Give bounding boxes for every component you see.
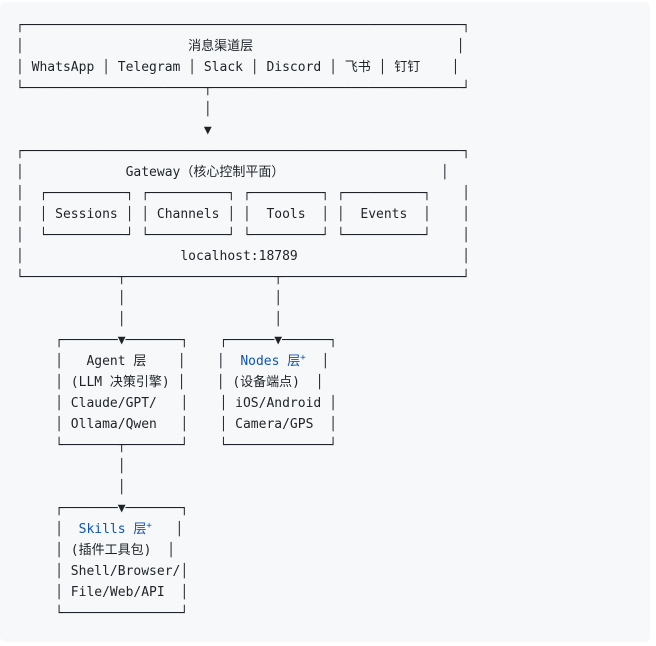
diagram-text: │ Ollama/Qwen │ │ Camera/GPS │ <box>16 417 337 432</box>
nodes-layer-link[interactable]: Nodes 层 <box>240 354 301 369</box>
diagram-text: │ Shell/Browser/│ <box>16 564 189 579</box>
diagram-line: │ │ <box>16 288 634 309</box>
diagram-text: ┌───────▼───────┐ <box>16 501 189 516</box>
diagram-text: ▼ <box>16 123 212 138</box>
diagram-text: ┌───────────────────────────────────────… <box>16 144 470 159</box>
diagram-line: │ Ollama/Qwen │ │ Camera/GPS │ <box>16 414 634 435</box>
diagram-text: │ <box>16 459 126 474</box>
diagram-text: ┌───────▼───────┐ ┌──────▼──────┐ <box>16 333 337 348</box>
diagram-text: └────────────┬───────────────────┬──────… <box>16 270 470 285</box>
diagram-line: └───────────────────────┬───────────────… <box>16 78 634 99</box>
diagram-line: │ Agent 层 │ │ Nodes 层+ │ <box>16 351 634 372</box>
diagram-line: ┌───────▼───────┐ <box>16 498 634 519</box>
diagram-text: │ <box>305 354 330 369</box>
nodes-layer-footnote[interactable]: + <box>300 353 306 363</box>
diagram-line: │ └──────────┘ └──────────┘ └─────────┘ … <box>16 225 634 246</box>
diagram-text: │ │ Sessions │ │ Channels │ │ Tools │ │ … <box>16 207 470 222</box>
diagram-line: └───────────────┘ <box>16 603 634 624</box>
diagram-text: │ │ <box>16 312 283 327</box>
ascii-architecture-diagram: ┌───────────────────────────────────────… <box>16 15 634 624</box>
diagram-line: │ Shell/Browser/│ <box>16 561 634 582</box>
diagram-text: │ <box>151 522 184 537</box>
diagram-text: │ (LLM 决策引擎) │ │ (设备端点) │ <box>16 375 324 390</box>
diagram-text: │ <box>16 480 126 495</box>
diagram-line: │ │ <box>16 309 634 330</box>
diagram-line: └────────────┬───────────────────┬──────… <box>16 267 634 288</box>
diagram-text: └───────┬───────┘ └─────────────┘ <box>16 438 337 453</box>
diagram-line: ▼ <box>16 120 634 141</box>
diagram-line: │ (LLM 决策引擎) │ │ (设备端点) │ <box>16 372 634 393</box>
diagram-line: │ Claude/GPT/ │ │ iOS/Android │ <box>16 393 634 414</box>
diagram-line: │ localhost:18789 │ <box>16 246 634 267</box>
diagram-line: │ File/Web/API │ <box>16 582 634 603</box>
skills-layer-link[interactable]: Skills 层 <box>78 522 147 537</box>
diagram-line: │ <box>16 477 634 498</box>
diagram-text: └───────────────┘ <box>16 606 189 621</box>
diagram-line: │ 消息渠道层 │ <box>16 36 634 57</box>
diagram-line: └───────┬───────┘ └─────────────┘ <box>16 435 634 456</box>
diagram-text: │ WhatsApp │ Telegram │ Slack │ Discord … <box>16 60 460 75</box>
diagram-text: │ Claude/GPT/ │ │ iOS/Android │ <box>16 396 337 411</box>
diagram-line: │ <box>16 99 634 120</box>
diagram-text: │ Gateway（核心控制平面） │ <box>16 165 449 180</box>
diagram-text: ┌───────────────────────────────────────… <box>16 18 470 33</box>
diagram-text: │ <box>16 102 212 117</box>
diagram-text: │ ┌──────────┐ ┌──────────┐ ┌─────────┐ … <box>16 186 470 201</box>
diagram-text: │ 消息渠道层 │ <box>16 39 465 54</box>
diagram-line: │ (插件工具包) │ <box>16 540 634 561</box>
diagram-text: │ Agent 层 │ │ <box>16 354 241 369</box>
diagram-text: └───────────────────────┬───────────────… <box>16 81 470 96</box>
diagram-line: ┌───────────────────────────────────────… <box>16 15 634 36</box>
diagram-line: │ Skills 层+ │ <box>16 519 634 540</box>
diagram-line: │ ┌──────────┐ ┌──────────┐ ┌─────────┐ … <box>16 183 634 204</box>
diagram-text: │ (插件工具包) │ <box>16 543 175 558</box>
skills-layer-footnote[interactable]: + <box>146 521 152 531</box>
diagram-text: │ <box>16 522 79 537</box>
diagram-text: │ └──────────┘ └──────────┘ └─────────┘ … <box>16 228 470 243</box>
diagram-line: │ Gateway（核心控制平面） │ <box>16 162 634 183</box>
diagram-text: │ File/Web/API │ <box>16 585 189 600</box>
diagram-line: ┌───────▼───────┐ ┌──────▼──────┐ <box>16 330 634 351</box>
diagram-text: │ localhost:18789 │ <box>16 249 470 264</box>
diagram-text: │ │ <box>16 291 283 306</box>
diagram-line: │ <box>16 456 634 477</box>
diagram-line: │ │ Sessions │ │ Channels │ │ Tools │ │ … <box>16 204 634 225</box>
diagram-line: ┌───────────────────────────────────────… <box>16 141 634 162</box>
diagram-line: │ WhatsApp │ Telegram │ Slack │ Discord … <box>16 57 634 78</box>
